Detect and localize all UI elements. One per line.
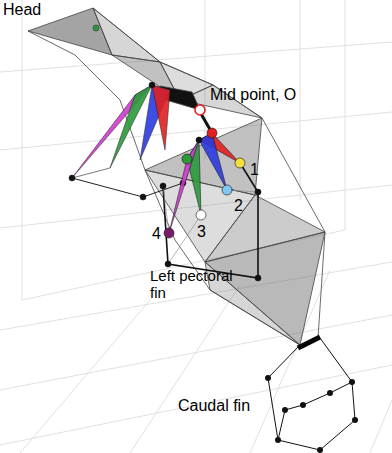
caudal-fin-part [352, 417, 358, 423]
callout-number: 1 [250, 161, 259, 179]
right-pectoral-fin-part [69, 175, 75, 181]
grid-part [300, 0, 301, 200]
grid-part [205, 0, 206, 160]
left-pectoral-fin-part [235, 158, 245, 168]
grid-part [20, 300, 150, 453]
caudal-fin [265, 338, 358, 453]
callout-number: 3 [197, 223, 206, 241]
left-pectoral-fin-part [222, 185, 232, 195]
left-pectoral-fin-part [160, 183, 166, 189]
left-pectoral-fin-part [163, 186, 169, 233]
right-pectoral-fin-part [140, 85, 170, 160]
right-pectoral-fin-part [72, 168, 110, 178]
caudal-fin-part [282, 407, 288, 413]
left-pectoral-fin-part [164, 228, 174, 238]
right-pectoral-fin [69, 82, 186, 200]
right-pectoral-fin-part [152, 85, 170, 150]
left-pectoral-fin-part [182, 154, 192, 164]
left-pectoral-fin-part [163, 163, 258, 278]
right-pectoral-fin-part [72, 85, 152, 178]
right-pectoral-fin-part [149, 82, 155, 88]
part-label: Left pectoral fin [150, 267, 238, 302]
left-pectoral-fin-part [196, 137, 202, 143]
part-label: Head [3, 1, 41, 19]
body-mesh [28, 8, 325, 348]
grid-part [22, 0, 23, 300]
left-pectoral-fin-part [165, 261, 171, 267]
left-pectoral-fin-part [196, 210, 206, 220]
left-pectoral-fin-part [207, 128, 217, 138]
left-pectoral-fin-part [199, 133, 227, 190]
caudal-fin-part [268, 338, 355, 450]
callout-number: 4 [152, 225, 161, 243]
caudal-fin-part [278, 382, 352, 440]
caudal-fin-part [300, 402, 306, 408]
caudal-fin-part [317, 447, 323, 453]
caudal-fin-part [327, 390, 333, 396]
part-label: Caudal fin [178, 397, 250, 415]
callout-number: 2 [234, 197, 243, 215]
left-pectoral-fin-part [255, 189, 261, 195]
grid-part [370, 400, 392, 453]
right-pectoral-fin-part [72, 178, 183, 197]
point-label: Mid point, O [210, 86, 296, 104]
grid-part [0, 262, 392, 330]
left-pectoral-fin-part [169, 140, 199, 233]
left-pectoral-fin-part [255, 275, 261, 281]
body-mesh-part [93, 8, 325, 338]
left-pectoral-fin [160, 128, 261, 281]
body-mesh-part [205, 232, 325, 345]
caudal-fin-part [275, 437, 281, 443]
mid-point-marker [195, 105, 205, 115]
left-pectoral-fin-part [168, 215, 201, 264]
grid-part [130, 285, 240, 453]
right-pectoral-fin-part [140, 194, 146, 200]
body-mesh-part [28, 31, 300, 345]
grid-part [0, 365, 392, 445]
body-mesh-part [93, 25, 99, 31]
caudal-fin-part [349, 379, 355, 385]
grid-part [345, 0, 346, 230]
caudal-fin-part [265, 375, 271, 381]
